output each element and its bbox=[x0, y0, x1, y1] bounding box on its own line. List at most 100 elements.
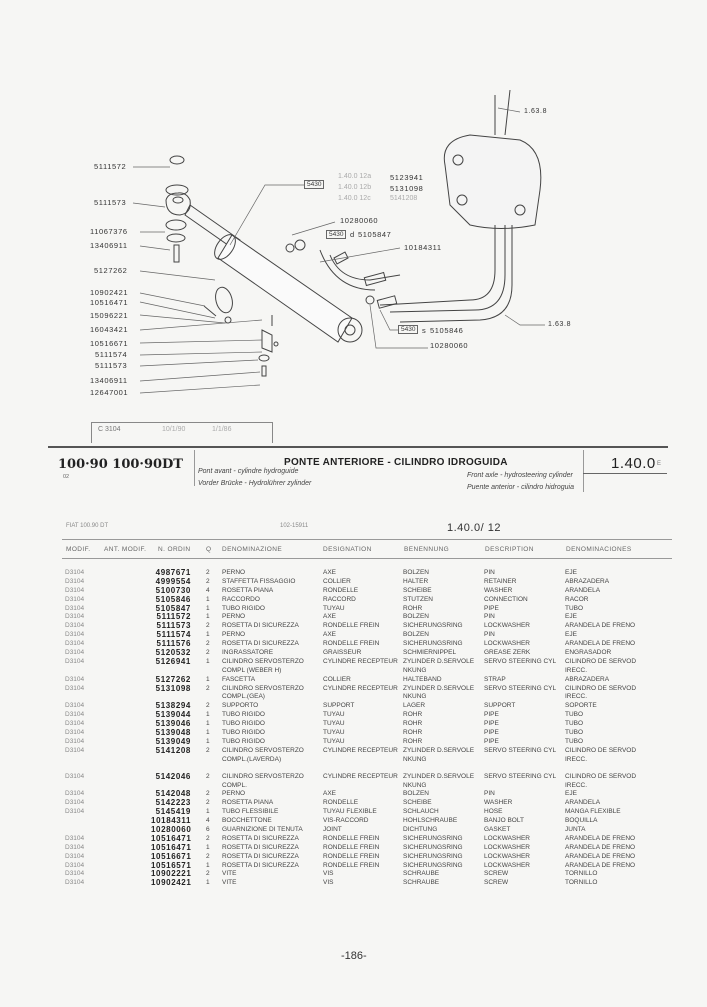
qty-cell: 1 bbox=[206, 711, 210, 719]
part-number-cell: 5145419 bbox=[155, 807, 191, 817]
section-suffix: E bbox=[657, 461, 662, 467]
qty-cell: 1 bbox=[206, 861, 210, 869]
english-cell: GREASE ZERK bbox=[484, 649, 531, 657]
german-cell: DICHTUNG bbox=[403, 826, 438, 833]
french-cell: AXE bbox=[323, 569, 337, 576]
part-number-cell: 5111572 bbox=[156, 612, 191, 622]
faint-ref: 1.40.0 12c bbox=[338, 195, 371, 202]
spanish-cell: JUNTA bbox=[565, 826, 586, 833]
italian-cell-cont: COMPL.(GEA) bbox=[222, 693, 265, 701]
modif-cell: D3104 bbox=[65, 861, 85, 869]
modif-cell: D3104 bbox=[65, 737, 85, 745]
spanish-cell: RACOR bbox=[565, 595, 589, 603]
qty-cell: 2 bbox=[206, 790, 210, 798]
callout-label: 5105846 bbox=[430, 326, 464, 335]
page-number: -186- bbox=[341, 950, 367, 962]
italian-cell: RACCORDO bbox=[222, 595, 260, 603]
revision-stamp: C 3104 10/1/90 1/1/86 bbox=[91, 422, 273, 443]
stamp-date: 1/1/86 bbox=[212, 426, 232, 433]
french-cell: GRAISSEUR bbox=[323, 649, 362, 657]
german-cell: BOLZEN bbox=[403, 569, 430, 576]
french-cell: CYLINDRE RECEPTEUR bbox=[323, 657, 398, 665]
qty-cell: 2 bbox=[206, 577, 210, 585]
modif-cell: D3104 bbox=[65, 843, 85, 851]
qty-cell: 1 bbox=[206, 631, 210, 639]
french-cell: CYLINDRE RECEPTEUR bbox=[323, 746, 398, 754]
italian-cell: ROSETTA PIANA bbox=[222, 586, 274, 594]
english-cell: WASHER bbox=[484, 586, 513, 594]
part-number-cell: 5142223 bbox=[155, 798, 191, 808]
modif-cell: D3104 bbox=[65, 613, 85, 621]
english-cell: SERVO STEERING CYL bbox=[484, 657, 557, 665]
part-number-cell: 5139046 bbox=[155, 719, 191, 729]
ref-label: 1.63.8 bbox=[524, 108, 548, 115]
english-cell: PIN bbox=[484, 631, 495, 639]
english-cell: PIPE bbox=[484, 720, 499, 728]
qty-cell: 1 bbox=[206, 843, 210, 851]
callout-label: 5123941 bbox=[390, 173, 424, 182]
german-cell: BOLZEN bbox=[403, 790, 430, 798]
french-cell: TUYAU bbox=[323, 737, 345, 745]
qty-cell: 2 bbox=[206, 649, 210, 657]
divider bbox=[583, 450, 584, 492]
french-cell: RONDELLE FREIN bbox=[323, 861, 380, 869]
german-cell: ROHR bbox=[403, 711, 423, 719]
german-cell: SICHERUNGSRING bbox=[403, 843, 463, 851]
part-number-cell: 5139044 bbox=[155, 710, 191, 720]
german-cell: SICHERUNGSRING bbox=[403, 834, 463, 842]
italian-cell: GUARNIZIONE DI TENUTA bbox=[222, 826, 303, 833]
french-cell: TUYAU bbox=[323, 720, 345, 728]
callout-label: 5127262 bbox=[94, 266, 128, 275]
german-cell: ROHR bbox=[403, 737, 423, 745]
faint-ref: 1.40.0 12a bbox=[338, 173, 372, 180]
part-number-cell: 5120532 bbox=[155, 648, 191, 658]
french-cell: COLLIER bbox=[323, 577, 351, 585]
stamp-code: C 3104 bbox=[98, 426, 121, 433]
german-cell: SICHERUNGSRING bbox=[403, 861, 463, 869]
german-cell: BOLZEN bbox=[403, 613, 430, 621]
italian-cell-cont: COMPL (WEBER H) bbox=[222, 666, 282, 674]
italian-cell: INGRASSATORE bbox=[222, 649, 274, 657]
italian-cell: ROSETTA DI SICUREZZA bbox=[222, 843, 299, 851]
italian-cell: TUBO RIGIDO bbox=[222, 729, 265, 737]
part-number-cell: 4999554 bbox=[155, 576, 191, 586]
english-cell: LOCKWASHER bbox=[484, 861, 530, 869]
qty-cell: 6 bbox=[206, 826, 210, 833]
doc-ref: 102-15911 bbox=[280, 523, 309, 529]
italian-cell: TUBO RIGIDO bbox=[222, 711, 265, 719]
vehicle-ref: FIAT 100.90 DT bbox=[66, 523, 109, 529]
french-cell: TUYAU bbox=[323, 729, 345, 737]
group-box: 5430 bbox=[398, 325, 419, 334]
qty-cell: 2 bbox=[206, 772, 210, 780]
qty-cell: 1 bbox=[206, 729, 210, 737]
qty-cell: 1 bbox=[206, 737, 210, 745]
english-cell: SERVO STEERING CYL bbox=[484, 684, 557, 692]
part-number-cell: 5105847 bbox=[155, 603, 191, 613]
french-cell: AXE bbox=[323, 790, 337, 798]
english-cell: RETAINER bbox=[484, 577, 517, 585]
divider bbox=[194, 450, 195, 486]
callout-label: 13406911 bbox=[90, 241, 128, 250]
spanish-cell: TUBO bbox=[565, 737, 584, 745]
italian-cell: PERNO bbox=[222, 569, 246, 576]
italian-cell-cont: COMPL.(LAVERDA) bbox=[222, 755, 282, 763]
qty-cell: 4 bbox=[206, 586, 210, 594]
leader-lines bbox=[132, 107, 545, 394]
clamp bbox=[203, 286, 233, 324]
part-number-cell: 10902221 bbox=[151, 869, 192, 879]
title-de: Vorder Brücke - Hydrolührer zylinder bbox=[198, 480, 312, 487]
part-number-cell: 10516471 bbox=[151, 842, 192, 852]
qty-cell: 1 bbox=[206, 657, 210, 665]
modif-cell: D3104 bbox=[65, 684, 85, 692]
german-cell-cont: NKUNG bbox=[403, 693, 427, 701]
bottom-support bbox=[258, 315, 279, 377]
part-number-cell: 10516671 bbox=[151, 851, 192, 861]
german-cell: SCHRAUBE bbox=[403, 879, 440, 887]
part-number-cell: 5105846 bbox=[155, 594, 191, 604]
italian-cell-cont: COMPL. bbox=[222, 781, 247, 789]
